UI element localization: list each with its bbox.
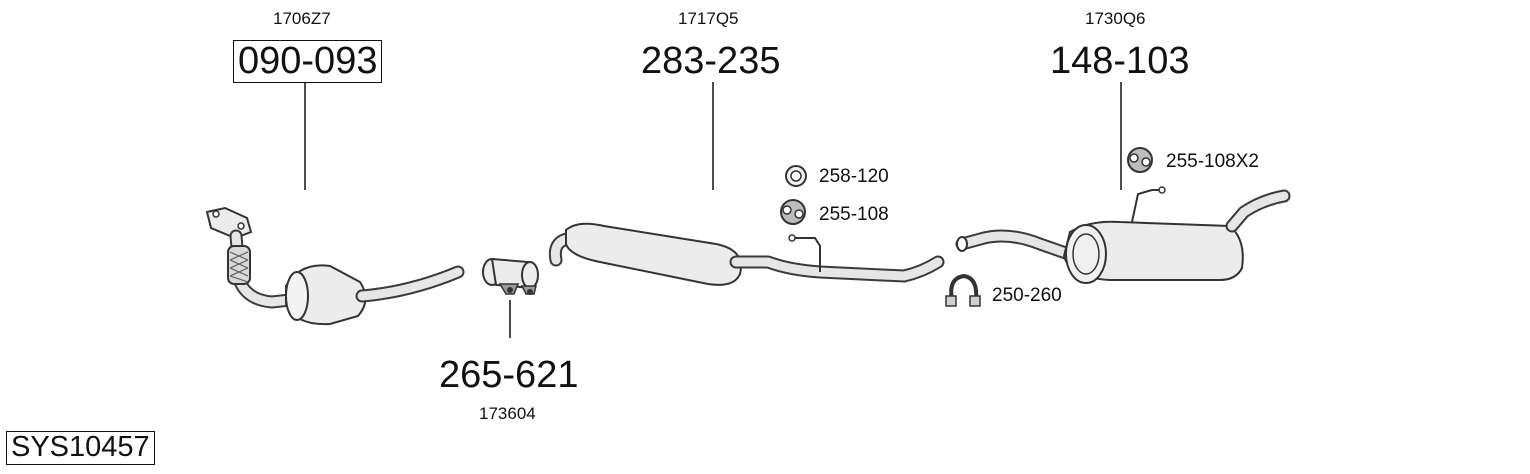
ring-gasket-icon xyxy=(785,165,807,187)
rubber-mount-icon xyxy=(780,199,806,225)
part-number-148-103[interactable]: 148-103 xyxy=(1050,40,1190,82)
accessory-label-255-108X2[interactable]: 255-108X2 xyxy=(1166,151,1259,172)
rear-silencer-part xyxy=(955,186,1291,284)
part-ref-173604: 173604 xyxy=(479,404,536,423)
catalytic-converter-part xyxy=(205,206,465,326)
flex-bellows-icon xyxy=(227,245,251,285)
part-ref-1730Q6: 1730Q6 xyxy=(1085,9,1146,28)
part-ref-1717Q5: 1717Q5 xyxy=(678,9,739,28)
pipe-clamp-icon xyxy=(945,273,981,307)
flange-icon xyxy=(205,206,253,240)
system-code: SYS10457 xyxy=(6,431,155,465)
part-ref-1706Z7: 1706Z7 xyxy=(273,9,331,28)
middle-silencer-part xyxy=(548,222,945,286)
part-number-283-235[interactable]: 283-235 xyxy=(641,40,781,82)
part-number-090-093[interactable]: 090-093 xyxy=(233,40,383,83)
accessory-label-258-120[interactable]: 258-120 xyxy=(819,166,889,187)
accessory-label-250-260[interactable]: 250-260 xyxy=(992,285,1062,306)
rubber-mount-icon xyxy=(1127,147,1153,173)
part-number-265-621[interactable]: 265-621 xyxy=(439,354,579,396)
accessory-label-255-108[interactable]: 255-108 xyxy=(819,204,889,225)
connector-clamp-part xyxy=(482,257,539,295)
